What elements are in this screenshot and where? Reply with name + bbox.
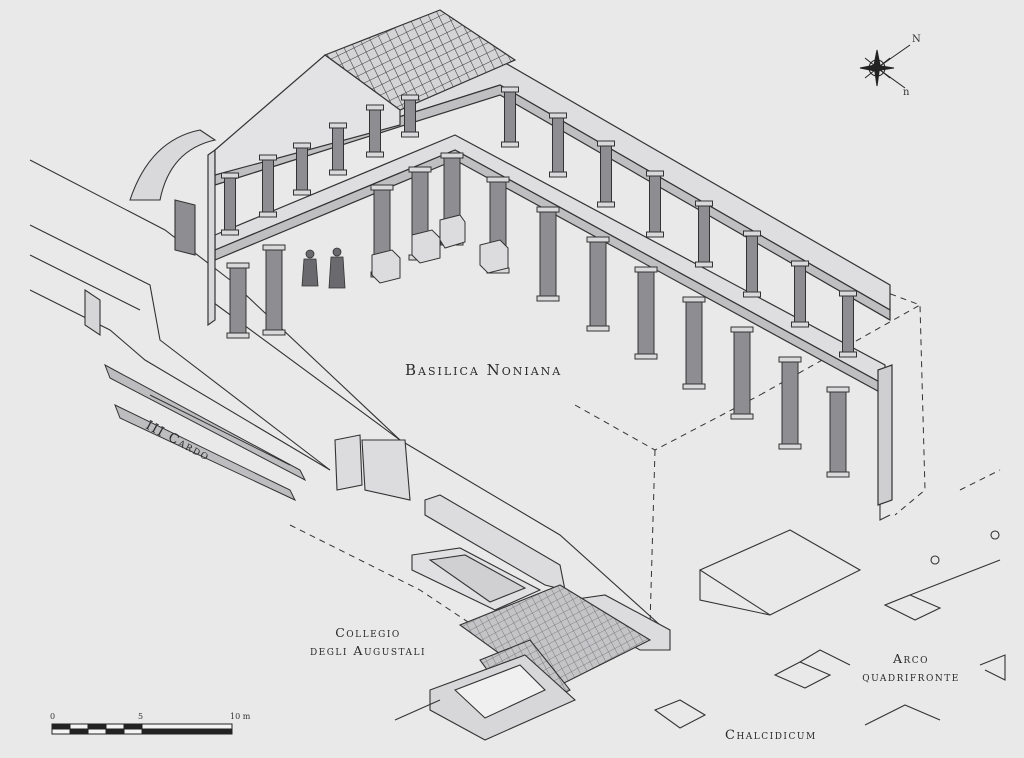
upper-column — [259, 154, 277, 218]
collegio-plan — [394, 547, 652, 741]
basilica-floor — [209, 299, 891, 626]
upper-column — [221, 172, 239, 236]
label-arco: Arco quadrifronte — [846, 650, 976, 686]
lower-column — [778, 356, 802, 450]
lower-column — [730, 326, 754, 420]
label-collegio-line2: degli Augustali — [309, 643, 427, 658]
column-plinths — [371, 214, 509, 284]
roof-fragment — [214, 9, 517, 176]
compass-north-label: N — [912, 34, 921, 45]
label-chalcidicum: Chalcidicum — [725, 728, 817, 743]
compass-icon — [859, 44, 911, 89]
lower-column — [586, 236, 610, 332]
upper-column — [293, 142, 311, 196]
scale-bar — [51, 723, 233, 735]
lower-column — [682, 296, 706, 390]
compass-south-label: n — [903, 87, 910, 98]
label-collegio-line1: Collegio — [335, 625, 401, 640]
lower-column — [262, 244, 286, 336]
upper-column — [791, 260, 809, 328]
lower-column — [536, 206, 560, 302]
street-walls — [29, 129, 411, 501]
upper-colonnade — [221, 86, 857, 358]
lower-column — [634, 266, 658, 360]
label-arco-line2: quadrifronte — [862, 669, 960, 684]
label-basilica-noniana: Basilica Noniana — [405, 361, 563, 379]
upper-column — [646, 170, 664, 238]
upper-column — [597, 140, 615, 208]
label-collegio: Collegio degli Augustali — [306, 624, 430, 660]
upper-column — [501, 86, 519, 148]
scale-tick-0: 0 — [50, 712, 56, 721]
upper-column — [549, 112, 567, 178]
upper-column — [695, 200, 713, 268]
upper-column — [366, 104, 384, 158]
entablature — [207, 59, 893, 506]
human-figures — [301, 247, 346, 289]
lower-column — [226, 262, 250, 339]
upper-column — [329, 122, 347, 176]
forum-plan-shapes — [653, 529, 1006, 729]
scale-tick-5: 5 — [138, 712, 144, 721]
lower-column — [826, 386, 850, 478]
upper-column — [401, 94, 419, 138]
cardo-paving — [104, 363, 307, 502]
label-arco-line1: Arco — [892, 651, 930, 666]
scale-tick-10: 10 m — [230, 712, 251, 721]
upper-column — [839, 290, 857, 358]
upper-column — [743, 230, 761, 298]
